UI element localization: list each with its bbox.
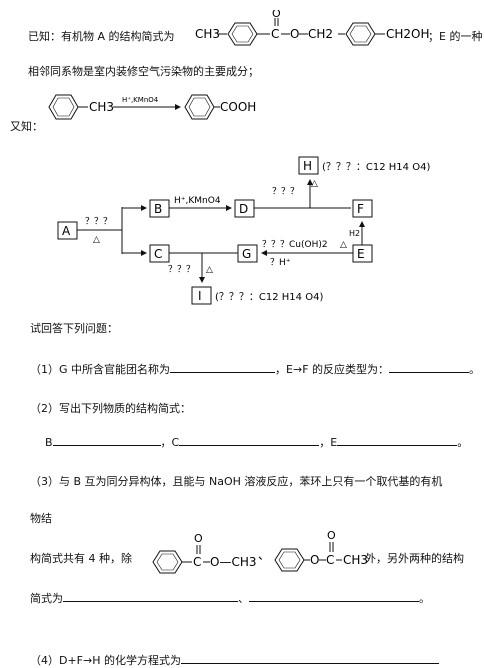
q3-ring-1 (152, 550, 183, 574)
benzoic-cooh-label: COOH (220, 100, 256, 114)
struct-o-label: O (290, 27, 299, 41)
q3-struct2-c: C (326, 553, 334, 567)
intro-prefix: 已知：有机物 A 的结构简式为 (28, 30, 175, 43)
box-F (352, 199, 373, 218)
intro-line2: 相邻同系物是室内装修空气污染物的主要成分； (28, 65, 259, 78)
struct-ch2-label: CH2 (308, 27, 333, 41)
toluene-ch3-label: CH3 (89, 100, 114, 114)
cond-EF-label: H2 (349, 229, 360, 238)
q3-line3-post: 外，另外两种的结构 (365, 552, 464, 565)
q1: （1）G 中所含官能团名称为 ，E→F 的反应类型为： 。 (30, 361, 480, 377)
q3-structures: C O O—CH3 、 O C O CH3 (152, 529, 368, 574)
cond-A-delta: △ (93, 235, 100, 245)
q3-ring-2 (274, 548, 305, 572)
q2-text: （2）写出下列物质的结构简式： (30, 402, 191, 415)
q3-struct1-o-double: O (194, 532, 203, 545)
known-label: 又知： (10, 120, 43, 133)
q3-struct1-c: C (193, 555, 201, 569)
benzene-ring-1 (227, 22, 258, 46)
struct-o-double-label: O (272, 10, 281, 20)
q3-blank-1[interactable] (63, 591, 238, 602)
cond-CG-label: ？？？ (168, 265, 195, 275)
question-intro: 试回答下列问题： (30, 322, 118, 335)
q2-e-label: ，E (319, 436, 338, 449)
q3-blank-2[interactable] (249, 591, 419, 602)
q3-line4-pre: 简式为 (30, 592, 63, 605)
box-F-label: F (357, 202, 364, 216)
box-A-label: A (62, 224, 71, 238)
structure-A: CH3 C O O CH2 CH2OH (195, 10, 430, 46)
q3-struct2-o: O (310, 553, 319, 567)
q3-line4-sep: 、 (238, 592, 249, 605)
q1-text1: （1）G 中所含官能团名称为 (30, 363, 171, 376)
q2-blank-c[interactable] (179, 435, 320, 446)
struct-c-label: C (271, 27, 279, 41)
benzoic-ring (184, 94, 215, 120)
q2-end: 。 (457, 436, 469, 449)
q3-struct1-och3: O—CH3 (210, 555, 256, 569)
struct-ch3-label: CH3 (195, 27, 220, 41)
box-I-label: I (198, 289, 202, 303)
cond-A-label: ？？？ (85, 217, 112, 227)
intro-suffix: ；E 的一种 (428, 30, 483, 43)
q2-c-label: ，C (160, 436, 180, 449)
q3-line2: 物结 (30, 512, 52, 525)
box-E-label: E (357, 247, 365, 261)
q3-line3-pre: 构简式共有 4 种，除 (30, 552, 132, 565)
q2-answers: B ，C ，E 。 (45, 434, 468, 450)
q4: （4）D+F→H 的化学方程式为 (30, 652, 439, 668)
toluene-ring (48, 94, 79, 120)
q2-b-label: B (45, 436, 53, 449)
box-D-label: D (239, 202, 248, 216)
q3-struct2-ch3: CH3 (343, 553, 368, 567)
cond-EG-label: ？？？Cu(OH)2 (262, 240, 328, 250)
q4-blank[interactable] (181, 653, 439, 664)
known-reaction: CH3 H⁺,KMnO4 COOH (48, 94, 256, 120)
q3-struct2-o-double: O (327, 529, 336, 542)
formula-H: (？？？：C12 H14 O4) (322, 162, 430, 173)
q2-blank-b[interactable] (52, 435, 161, 446)
q1-text2: ，E→F 的反应类型为： (275, 363, 390, 376)
cond-CG-delta: △ (206, 265, 213, 275)
box-I (191, 286, 212, 305)
box-B-label: B (154, 202, 162, 216)
cond-EG-H-label: ？H⁺ (270, 258, 291, 268)
q1-end: 。 (469, 363, 481, 376)
benzene-ring-2 (345, 22, 376, 46)
q3-line1: （3）与 B 互为同分异构体，且能与 NaOH 溶液反应，苯环上只有一个取代基的… (30, 475, 443, 488)
q3-end: 。 (419, 592, 430, 605)
cond-BD-label: H⁺,KMnO4 (174, 196, 221, 206)
box-C-label: C (154, 247, 162, 261)
q3-line4: 简式为 、 。 (30, 590, 430, 606)
box-G-label: G (242, 247, 251, 261)
q3-sep: 、 (258, 548, 270, 562)
q1-blank-1[interactable] (170, 362, 276, 373)
box-H (298, 156, 319, 175)
known-reagent-label: H⁺,KMnO4 (122, 96, 159, 104)
cond-DF-delta: △ (311, 179, 318, 189)
struct-ch2oh-label: CH2OH (386, 27, 430, 41)
formula-I: (？？？：C12 H14 O4) (215, 292, 323, 303)
q4-text: （4）D+F→H 的化学方程式为 (30, 654, 181, 667)
cond-DF-label: ？？？ (272, 187, 299, 197)
cond-EG-delta: △ (340, 240, 347, 250)
q2-blank-e[interactable] (337, 435, 458, 446)
reaction-scheme: H (？？？：C12 H14 O4) A ？？？ △ B H⁺,KMnO4 D … (57, 156, 430, 305)
box-H-label: H (303, 159, 312, 173)
q1-blank-2[interactable] (389, 362, 470, 373)
